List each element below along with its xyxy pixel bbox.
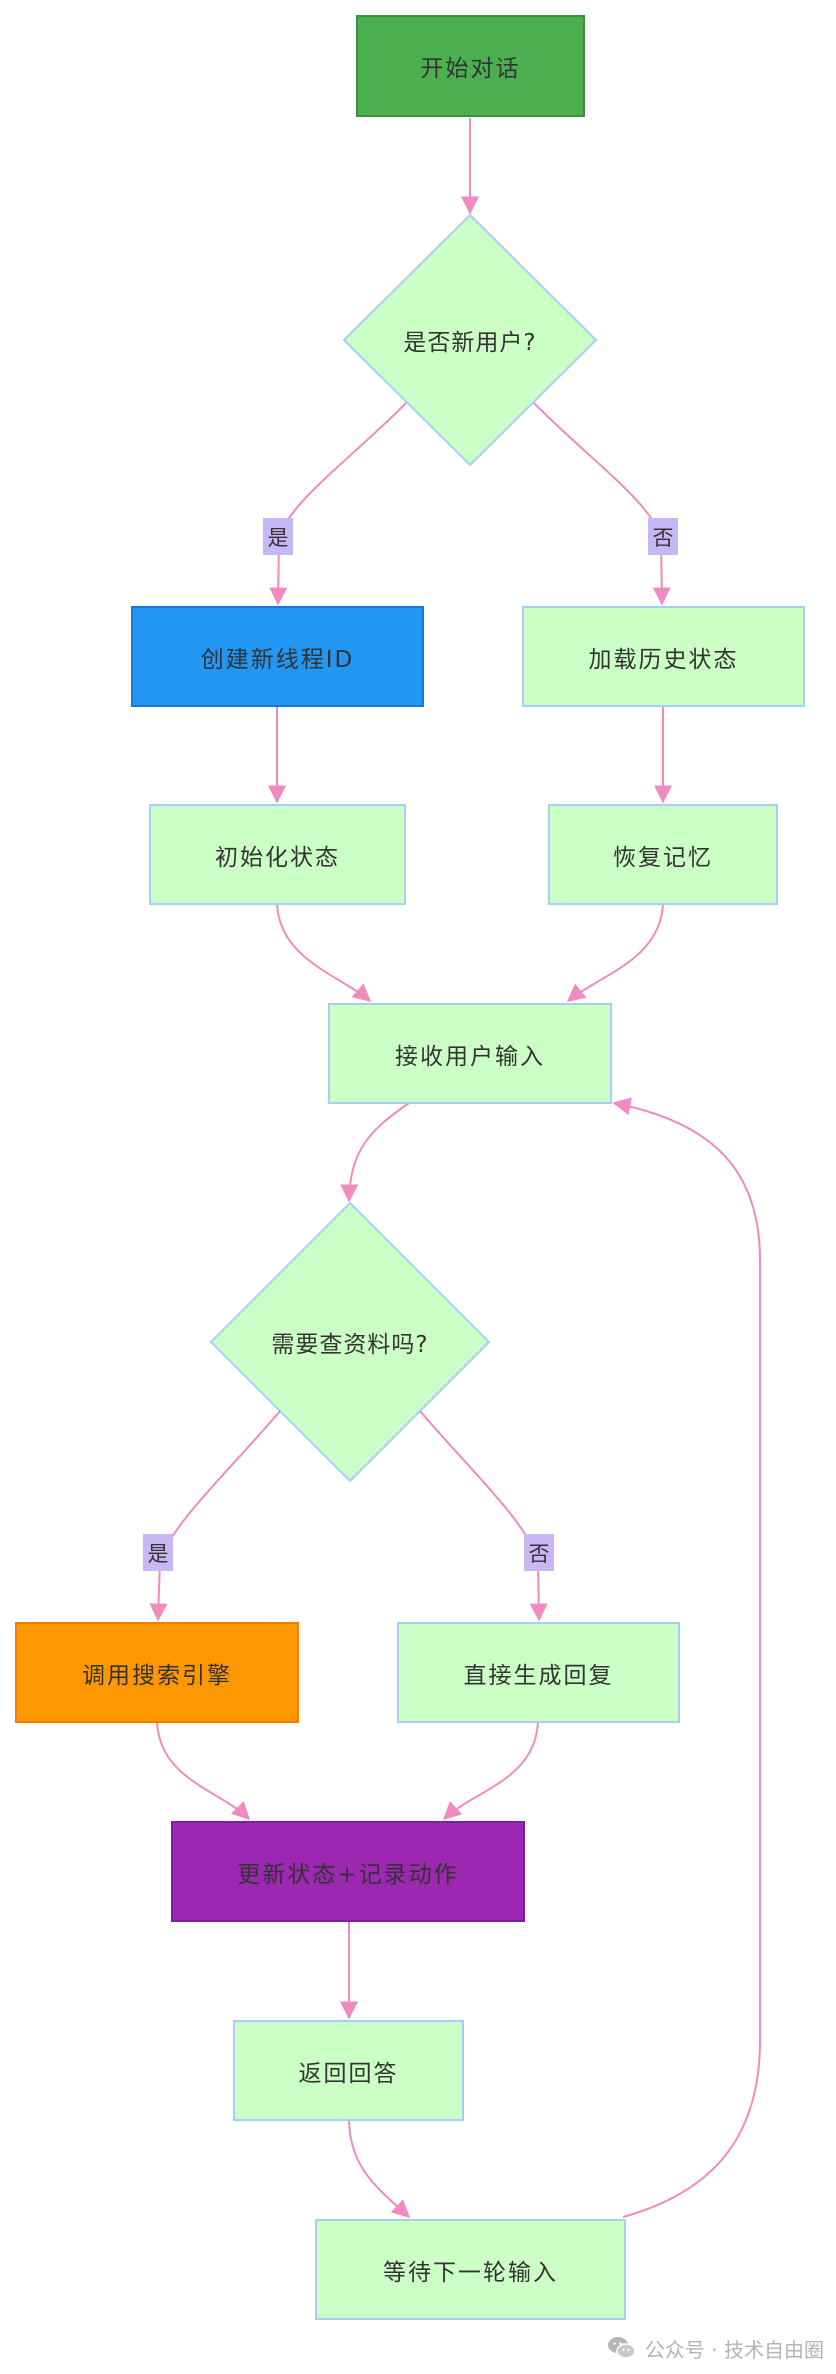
- edge-init-to-receive: [276, 903, 372, 1002]
- node-call-search: 调用搜索引擎: [15, 1622, 299, 1723]
- decision-diamond-new-user: [342, 213, 598, 467]
- wechat-icon: [607, 2337, 636, 2359]
- edge-search-to-update: [156, 1721, 251, 1821]
- edge-new-user-yes: [269, 402, 407, 606]
- edge-lookup-yes: [149, 1410, 281, 1622]
- edge-label-yes-lookup: 是: [143, 1534, 173, 1571]
- node-restore-memory: 恢复记忆: [548, 804, 778, 905]
- edge-receive-to-lookup: [340, 1102, 410, 1203]
- node-need-lookup-label: 需要查资料吗?: [271, 1332, 429, 1358]
- edge-return-to-wait: [348, 2119, 411, 2219]
- watermark-text: 公众号 · 技术自由圈: [644, 2337, 824, 2362]
- edge-label-yes-new-user: 是: [263, 518, 293, 555]
- edges: [149, 118, 761, 2219]
- watermark: 公众号 · 技术自由圈: [607, 2328, 824, 2368]
- node-update-state: 更新状态+记录动作: [171, 1821, 525, 1922]
- node-wait-next: 等待下一轮输入: [315, 2219, 626, 2320]
- node-is-new-user-label: 是否新用户?: [403, 330, 537, 356]
- edge-reply-to-update: [442, 1721, 539, 1821]
- node-load-history: 加载历史状态: [522, 606, 805, 707]
- edge-label-no-new-user: 否: [648, 518, 678, 555]
- edge-label-no-lookup: 否: [524, 1534, 554, 1571]
- edge-lookup-no: [419, 1410, 548, 1622]
- node-return-answer: 返回回答: [233, 2020, 464, 2121]
- node-create-thread: 创建新线程ID: [131, 606, 424, 707]
- edge-new-user-no: [533, 402, 671, 606]
- node-start: 开始对话: [356, 15, 585, 117]
- node-direct-reply: 直接生成回复: [397, 1622, 680, 1723]
- node-receive-input: 接收用户输入: [328, 1003, 612, 1104]
- edge-restore-to-receive: [566, 903, 664, 1002]
- node-init-state: 初始化状态: [149, 804, 406, 905]
- edge-wait-loop-back: [612, 1097, 761, 2218]
